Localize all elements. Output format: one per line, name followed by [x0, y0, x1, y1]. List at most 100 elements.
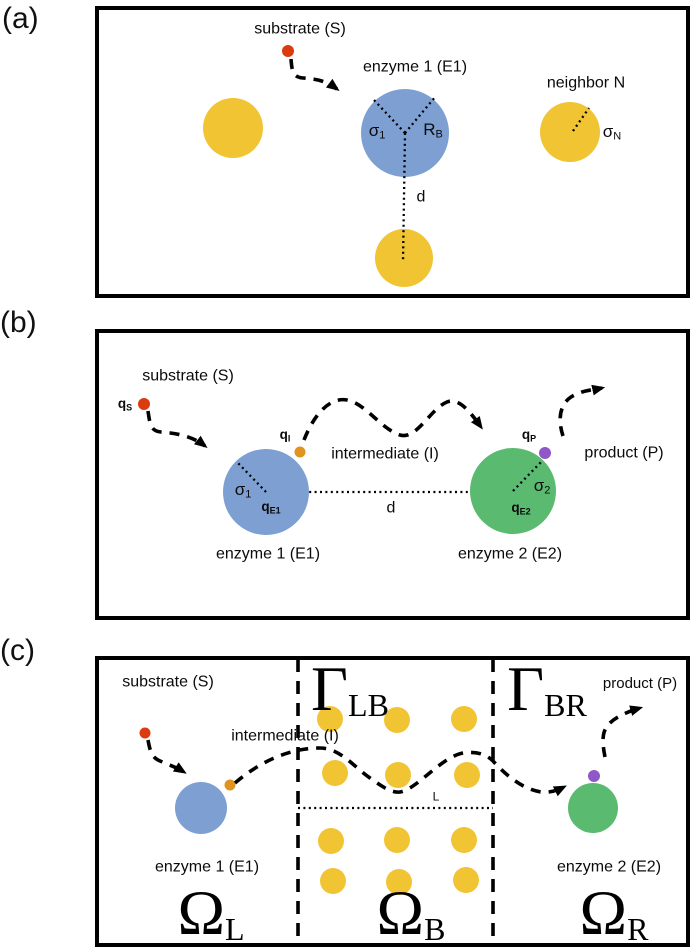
substrate-label: substrate (S) [254, 20, 346, 38]
crowder-circle [385, 762, 411, 788]
omega-r-label: ΩR [580, 881, 649, 947]
crowder-circle [451, 706, 477, 732]
neighbor-label: neighbor N [546, 74, 626, 92]
gamma-br-sub: BR [544, 686, 587, 723]
enzyme1-label: enzyme 1 (E1) [154, 858, 260, 876]
substrate-dot [138, 398, 150, 410]
enzyme1-circle [175, 782, 227, 834]
sigma1-base: σ [368, 120, 380, 140]
intermediate-dot [224, 779, 236, 791]
intermediate-label: intermediate (I) [231, 727, 339, 745]
qe2-sub: E2 [519, 506, 531, 517]
sigma2-sub: 2 [544, 484, 551, 497]
product-label: product (P) [584, 444, 664, 462]
sigma1-sub: 1 [379, 129, 386, 142]
enzyme1-label: enzyme 1 (E1) [362, 58, 468, 76]
qe1-base: q [261, 498, 270, 514]
rb-sub: B [435, 128, 443, 141]
substrate-path-arrow [146, 739, 187, 774]
sigma2-radius-line [512, 459, 544, 492]
sigmaN-sub: N [613, 130, 622, 143]
omega-l-label: ΩL [177, 881, 244, 945]
product-exit-arrow [601, 705, 644, 758]
crowder-circle [384, 827, 410, 853]
qe1-sub: E1 [269, 505, 281, 516]
qe2-base: q [511, 499, 520, 515]
gamma-lb-label: ΓLB [311, 657, 389, 723]
substrate-dot [282, 45, 294, 57]
sigma1-label: σ1 [368, 120, 386, 142]
omega-b-sub: B [424, 910, 446, 947]
gamma-lb-sub: LB [348, 686, 389, 723]
substrate-path-arrow [146, 410, 208, 449]
enzyme2-circle [568, 783, 618, 833]
intermediate-path-arrow [302, 397, 483, 441]
sigma1-sub: 1 [245, 488, 252, 501]
panel-c-canvas [95, 656, 690, 947]
panel-b-border [95, 329, 690, 620]
intermediate-label: intermediate (I) [331, 445, 439, 463]
omega-b-label: ΩB [377, 881, 446, 947]
rb-label: RB [423, 119, 443, 141]
intermediate-dot [294, 446, 306, 458]
panel-c-tag: (c) [0, 634, 35, 667]
crowder-circle [318, 828, 344, 854]
substrate-label: substrate (S) [122, 673, 214, 691]
qs-sub: S [126, 402, 133, 413]
panel-a-tag: (a) [2, 2, 39, 35]
qe1-label: qE1 [261, 498, 281, 516]
crowder-circle [317, 706, 343, 732]
crowder-circle [384, 707, 410, 733]
qp-label: qP [521, 426, 537, 444]
substrate-label: substrate (S) [142, 367, 234, 385]
sigmaN-label: σN [602, 121, 622, 143]
panel-b-canvas [95, 329, 690, 620]
crowder-circle [453, 867, 479, 893]
crowder-circle-left [203, 98, 263, 158]
product-dot [539, 447, 551, 459]
sigma1-label: σ1 [234, 479, 252, 501]
panel-a-canvas [95, 6, 690, 298]
gamma-lb-base: Γ [311, 653, 349, 725]
crowder-circle [454, 762, 480, 788]
rb-base: R [423, 119, 436, 139]
sigma2-label: σ2 [533, 475, 551, 497]
qe2-label: qE2 [511, 499, 531, 517]
panel-a: substrate (S) enzyme 1 (E1) neighbor N σ… [95, 6, 690, 298]
substrate-path-arrow [289, 58, 340, 91]
sigma1-base: σ [234, 479, 246, 499]
sigmaN-base: σ [602, 121, 614, 141]
qs-base: q [117, 395, 127, 411]
crowder-circle [320, 868, 346, 894]
sigma2-base: σ [533, 475, 545, 495]
panel-b-tag: (b) [0, 306, 37, 339]
crowder-circle [451, 827, 477, 853]
product-dot [588, 770, 600, 782]
qi-base: q [279, 426, 288, 442]
length-label: L [432, 789, 440, 804]
qi-sub: I [287, 433, 291, 444]
product-exit-arrow [558, 384, 606, 437]
qi-label: qI [279, 426, 291, 444]
sigma1-radius-line [372, 98, 406, 134]
omega-l-base: Ω [177, 877, 226, 949]
d-label: d [416, 188, 426, 206]
qs-label: qS [117, 395, 133, 413]
qp-sub: P [530, 433, 537, 444]
qp-base: q [521, 426, 531, 442]
crowder-circle [386, 869, 412, 895]
gamma-br-label: ΓBR [507, 657, 587, 723]
intermediate-path-arrow [233, 746, 567, 797]
sigma1-radius-line [237, 462, 267, 493]
neighbor-circle [540, 102, 600, 162]
enzyme2-label: enzyme 2 (E2) [556, 858, 662, 876]
enzyme1-label: enzyme 1 (E1) [215, 545, 321, 563]
panel-b: substrate (S) qS qI intermediate (I) qP … [95, 329, 690, 620]
d-label: d [386, 499, 396, 517]
omega-b-base: Ω [376, 877, 425, 949]
product-label: product (P) [602, 675, 678, 693]
omega-r-base: Ω [579, 877, 628, 949]
omega-r-sub: R [627, 910, 649, 947]
sigmaN-radius-line [572, 107, 590, 132]
substrate-dot [139, 727, 151, 739]
